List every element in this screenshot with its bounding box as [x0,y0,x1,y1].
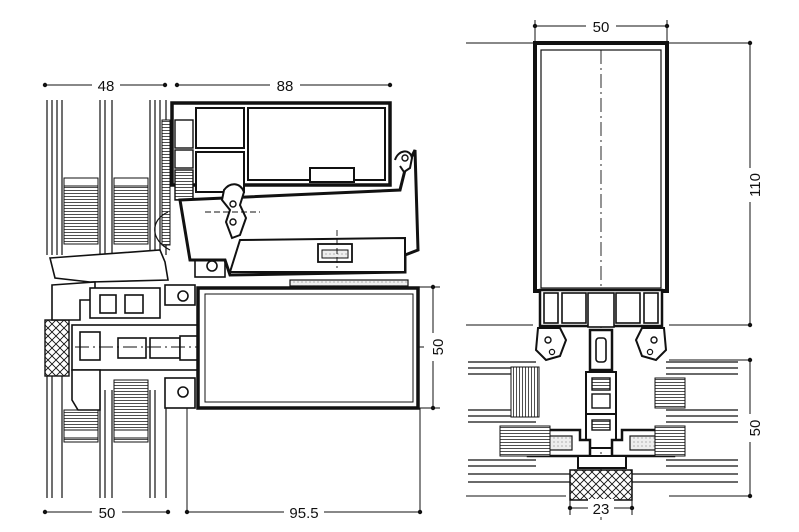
left-lower-cap-1 [63,429,99,439]
label-bg-50-glass [424,333,442,361]
dim-label-center-bottom: 95.5 [289,505,318,522]
label-bg-48 [92,76,120,94]
dim-label-glass-height: 50 [430,339,447,356]
dim-label-right-height: 110 [747,173,764,197]
left-hatch-block-2 [113,177,149,245]
label-bg-50-right [586,17,616,35]
left-lower-mullions [46,370,167,498]
dimension-labels: 48 88 50 95.5 50 50 110 50 23 [92,17,764,522]
dim-label-left-top: 48 [98,78,115,95]
left-hatch-strip [161,119,171,246]
left-hatch-cap-2 [113,177,149,187]
left-insulation-block [44,319,70,377]
dim-label-left-bottom: 50 [99,505,116,522]
left-section [44,100,430,498]
label-bg-50-left [92,503,122,521]
upper-frame-profile [170,101,420,287]
label-bg-110 [741,168,759,202]
right-glazing-lines-right [632,361,738,483]
right-section [466,41,752,520]
label-bg-50-right-lower [741,414,759,442]
label-bg-88 [270,76,300,94]
dim-label-right-bottom: 23 [593,501,610,518]
left-lower-cap-2 [113,429,149,439]
right-lower-profile [526,288,676,469]
center-section [170,101,421,512]
label-bg-23 [588,499,614,517]
left-transom-profile [48,249,226,411]
right-left-hatch-lower [499,425,551,457]
right-right-hatch-upper [654,377,686,409]
dim-label-right-top: 50 [593,19,610,36]
left-glass-edge [154,211,171,251]
right-right-hatch-lower [654,425,686,457]
glass-inner-pane [204,293,414,403]
left-hatch-cap-1 [63,177,99,187]
dim-label-right-lower-height: 50 [747,420,764,437]
right-left-hatch-upper [510,366,540,418]
right-insulation-block [569,469,633,501]
dim-label-center-top: 88 [277,78,294,95]
left-hatch-block-1 [63,177,99,245]
label-bg-95 [284,503,324,521]
